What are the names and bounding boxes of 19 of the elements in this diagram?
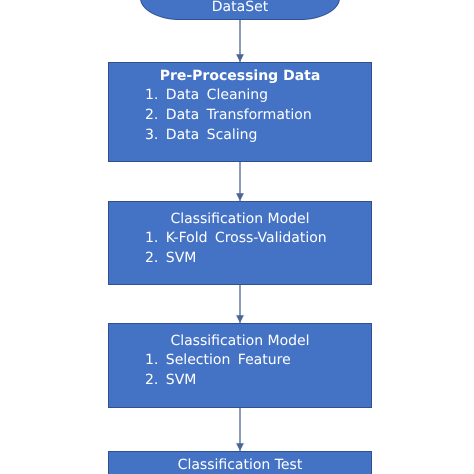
- process-box: [108, 62, 372, 162]
- list-item: 1. Data Cleaning: [144, 86, 270, 105]
- arrow: [236, 162, 244, 201]
- list-item: 3. Data Scaling: [144, 126, 258, 145]
- list-item: 1. Selection Feature: [144, 351, 292, 370]
- process-box: [108, 201, 372, 285]
- arrow: [236, 20, 244, 62]
- box-heading: Pre-Processing Data: [158, 67, 322, 85]
- list-item: 1. K-Fold Cross-Validation: [144, 229, 328, 248]
- process-box: [108, 323, 372, 408]
- arrow: [236, 408, 244, 451]
- box-heading: Classification Model: [169, 332, 311, 350]
- box-heading: Classification Test: [176, 456, 304, 474]
- list-item: 2. SVM: [144, 249, 198, 268]
- list-item: 2. SVM: [144, 371, 198, 390]
- arrow: [236, 285, 244, 323]
- box-heading: DataSet: [210, 0, 270, 16]
- box-heading: Classification Model: [169, 210, 311, 228]
- list-item: 2. Data Transformation: [144, 106, 313, 125]
